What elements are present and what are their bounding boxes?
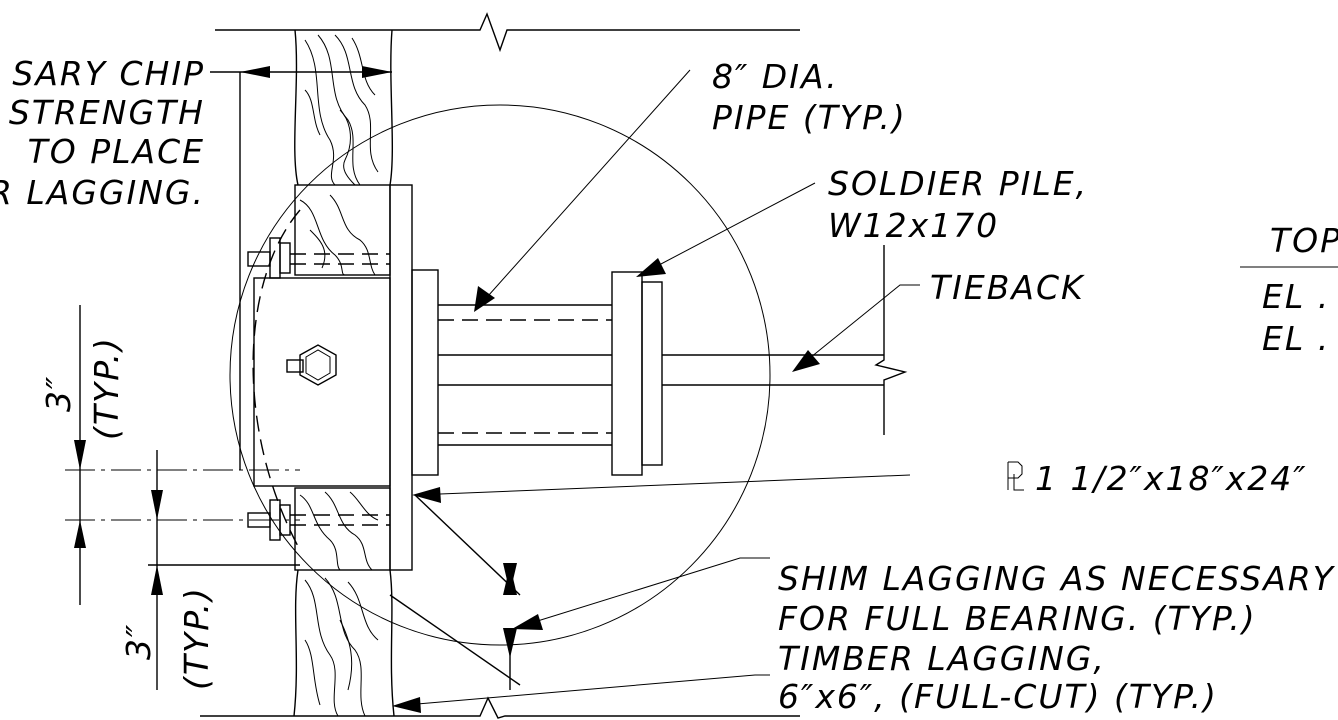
dim-bottom-typ: (TYP.) <box>177 586 216 690</box>
dim-3in-top <box>74 305 86 605</box>
hex-nut-icon <box>286 344 337 386</box>
note-pipe-line2: PIPE (TYP.) <box>712 98 907 137</box>
note-chip-line1: SARY CHIP <box>12 54 205 93</box>
note-pile-line2: W12x170 <box>828 206 999 245</box>
note-timber-line1: TIMBER LAGGING, <box>778 639 1106 678</box>
leader-tieback <box>792 284 920 372</box>
pipe-lower <box>438 384 612 446</box>
note-pipe-line1: 8″ DIA. <box>712 57 839 96</box>
chip-extent-arc <box>252 209 301 551</box>
table-top-label: TOP <box>1270 221 1338 260</box>
top-break-line <box>215 12 800 53</box>
chip-dimension <box>210 66 392 470</box>
note-chip-line4: R LAGGING. <box>0 173 205 212</box>
timber-lagging-mid-upper <box>294 184 391 276</box>
bearing-plate <box>389 184 413 571</box>
plate <box>411 269 439 476</box>
timber-lagging-upper <box>294 29 394 186</box>
table-el-label-1: EL . <box>1262 277 1330 316</box>
note-plate: 1 1/2″x18″x24″ <box>1035 459 1308 498</box>
plate-symbol-icon <box>1007 461 1024 491</box>
leader-plate <box>412 474 911 503</box>
tieback-rod <box>662 245 908 435</box>
leader-shim <box>512 557 770 630</box>
dim-top-value: 3″ <box>39 375 78 412</box>
leader-timber <box>392 674 770 713</box>
leader-soldier-pile <box>636 182 816 277</box>
pipe-upper <box>438 304 612 356</box>
bottom-break-line <box>200 696 800 719</box>
soldier-pile-flange <box>611 271 643 476</box>
note-chip-line2: STRENGTH <box>9 93 205 132</box>
shim-dimension <box>389 494 521 690</box>
timber-lagging-lower <box>293 569 395 717</box>
note-shim-line2: FOR FULL BEARING. (TYP.) <box>778 599 1257 638</box>
note-chip-line3: TO PLACE <box>28 132 205 171</box>
note-shim-line1: SHIM LAGGING AS NECESSARY <box>778 559 1336 598</box>
dim-bottom-value: 3″ <box>119 623 158 660</box>
note-timber-line2: 6″x6″, (FULL-CUT) (TYP.) <box>778 677 1218 716</box>
lower-bolt <box>247 499 390 541</box>
soldier-pile-flange-outer <box>641 281 663 466</box>
dim-top-typ: (TYP.) <box>87 336 126 440</box>
detail-circle <box>229 104 771 646</box>
note-pile-line1: SOLDIER PILE, <box>828 164 1088 203</box>
upper-bolt <box>247 237 390 279</box>
timber-lagging-mid-lower <box>294 487 391 571</box>
note-tieback: TIEBACK <box>930 268 1085 307</box>
leader-pipe <box>474 69 691 312</box>
table-el-label-2: EL . <box>1262 319 1330 358</box>
dim-3in-bottom <box>148 450 300 690</box>
